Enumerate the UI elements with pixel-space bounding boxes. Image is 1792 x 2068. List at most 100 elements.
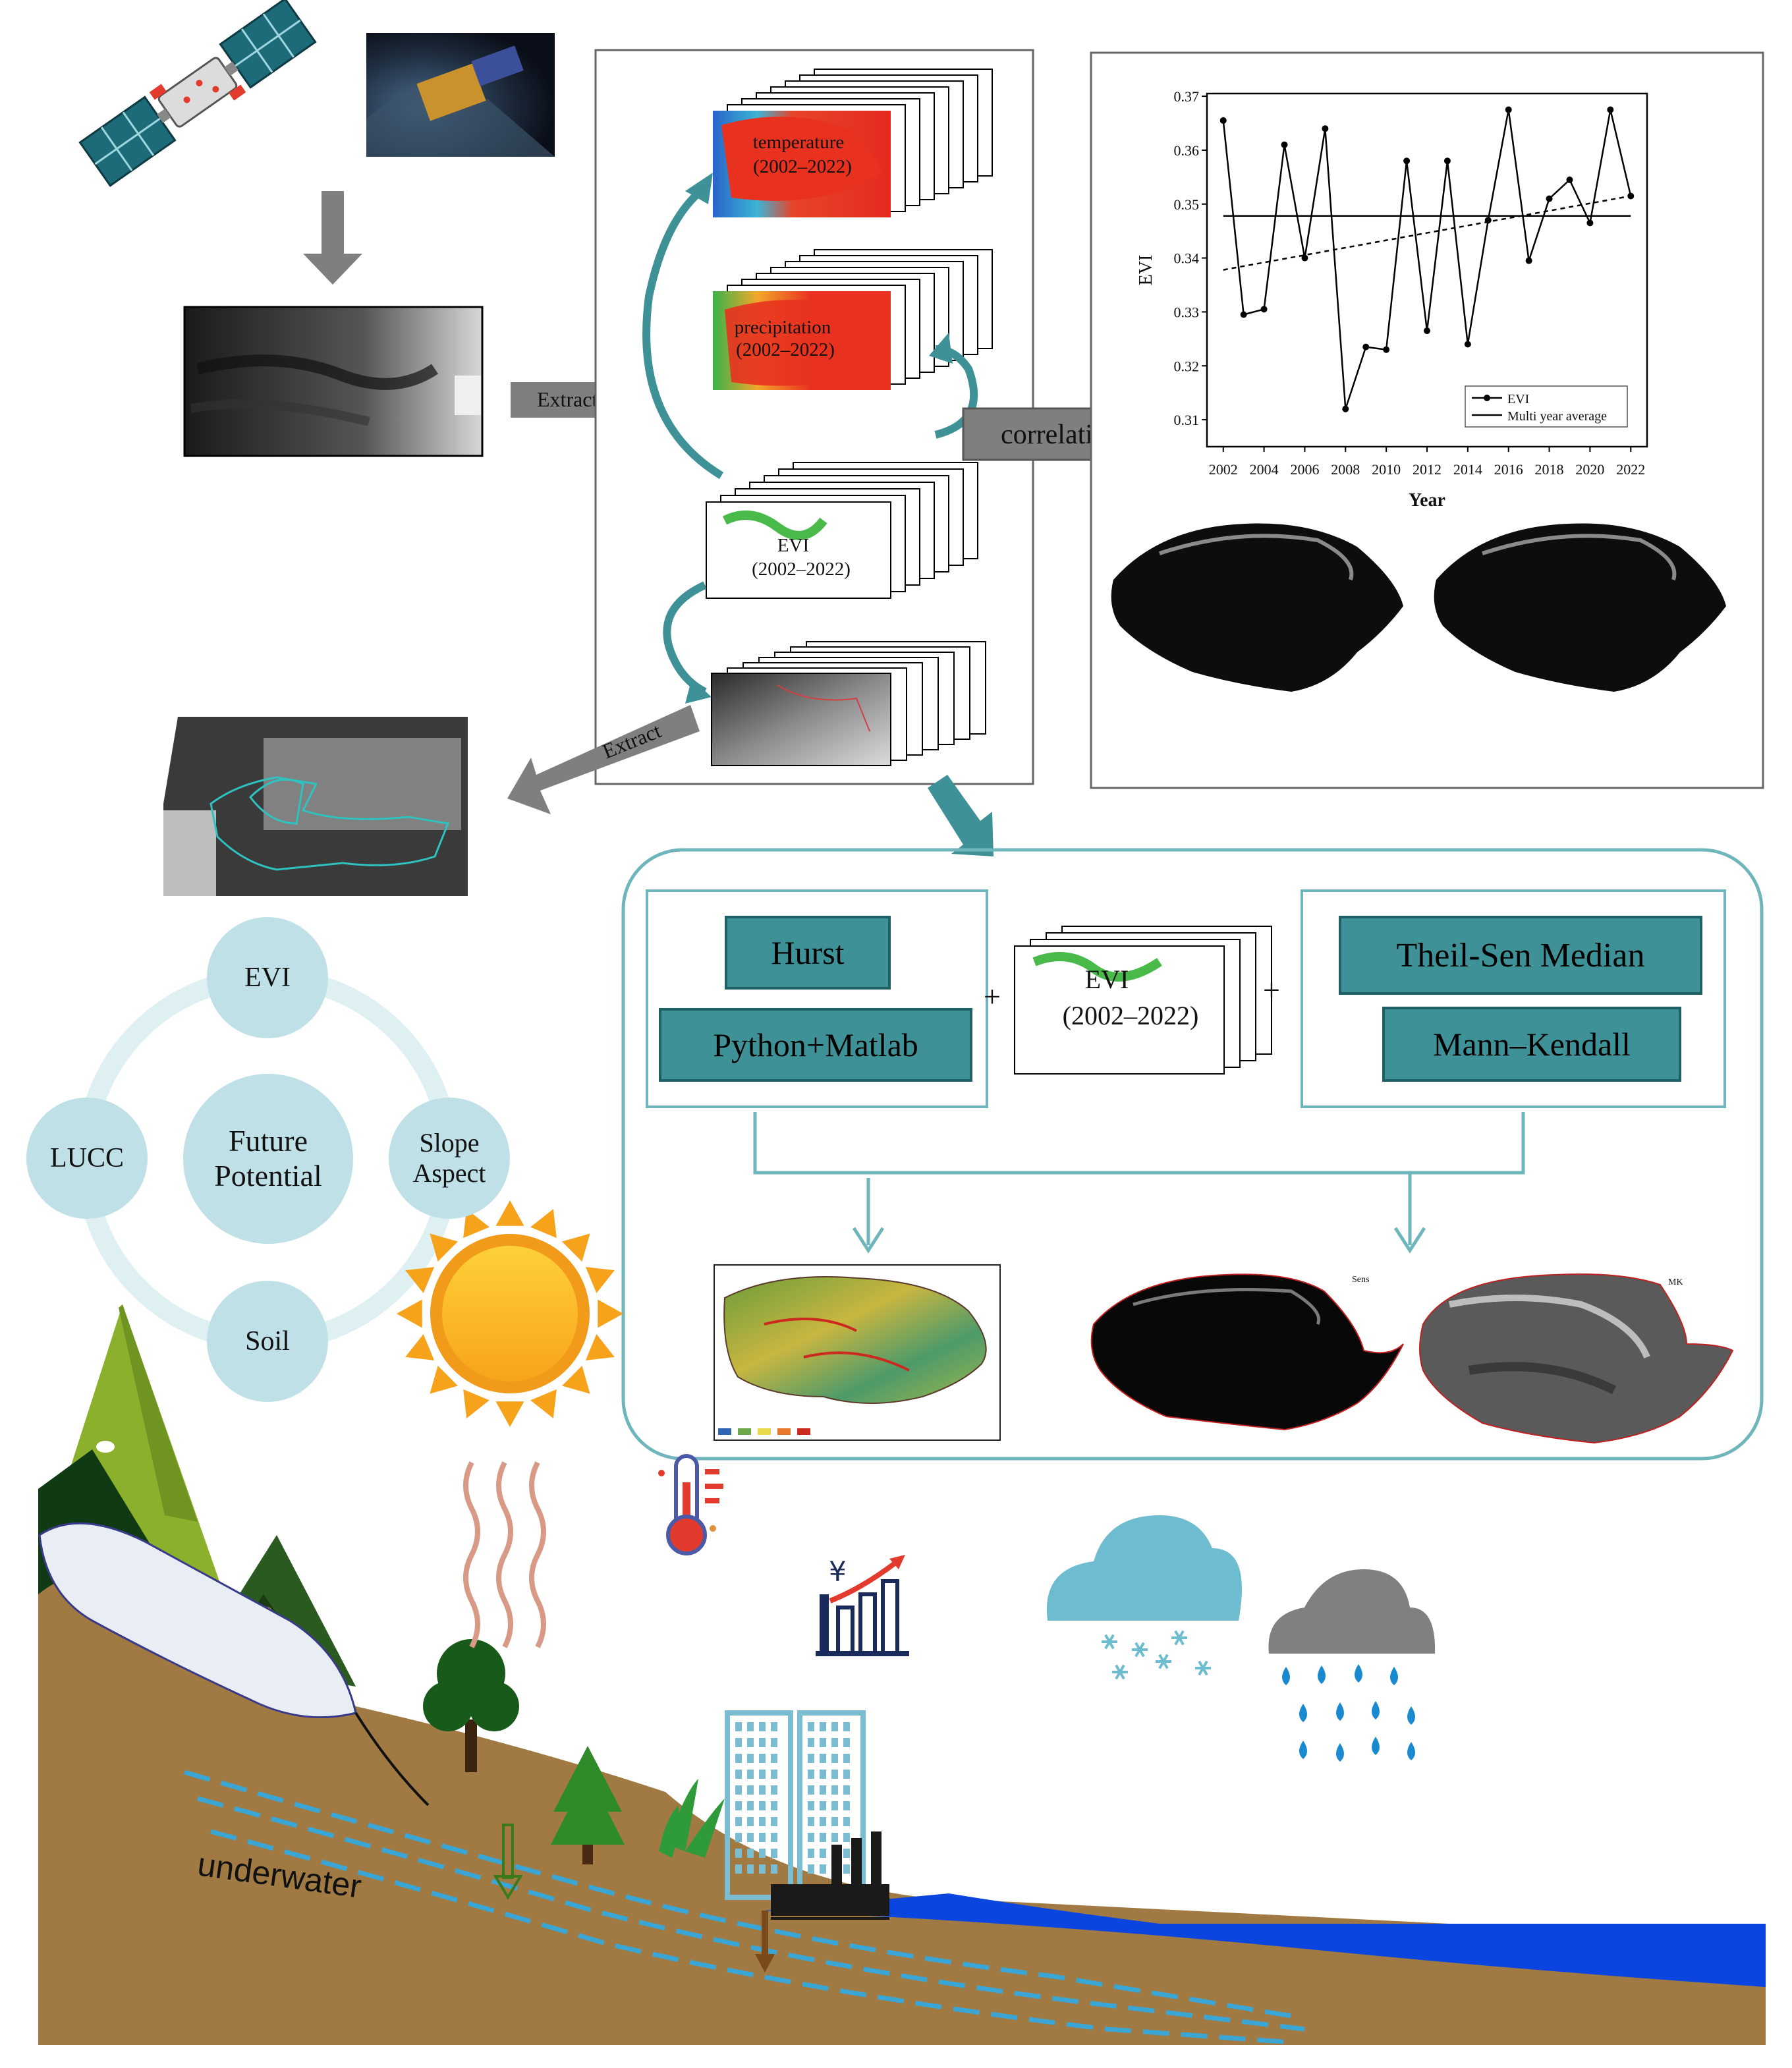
building-window: [808, 1849, 814, 1858]
evi-point: [1586, 219, 1594, 227]
trend-group: [1301, 889, 1726, 1108]
building-window: [771, 1849, 777, 1858]
raindrop-icon: [1390, 1667, 1398, 1685]
building-window: [771, 1754, 777, 1763]
building-window: [808, 1801, 814, 1810]
building-window: [808, 1754, 814, 1763]
evi-point: [1607, 106, 1614, 113]
x-tick-label: 2010: [1372, 461, 1401, 478]
building-window: [831, 1833, 838, 1842]
x-tick-label: 2004: [1250, 461, 1279, 478]
evi-point: [1281, 141, 1288, 148]
sun-ray: [397, 1299, 422, 1328]
building-window: [747, 1770, 754, 1779]
building-window: [808, 1738, 814, 1747]
building-window: [831, 1817, 838, 1826]
evi-point: [1301, 254, 1308, 262]
building-window: [808, 1770, 814, 1779]
building-window: [843, 1738, 850, 1747]
building-window: [735, 1785, 742, 1795]
analysis-panel: [621, 848, 1764, 1461]
landscape: [38, 1304, 1766, 2045]
trend-line: [1223, 195, 1631, 271]
evi-title: EVI: [777, 535, 809, 556]
building-window: [820, 1738, 826, 1747]
snowflake-icon: [1132, 1642, 1148, 1658]
pine-tree-icon: [551, 1746, 625, 1864]
building-window: [759, 1864, 766, 1874]
sens-label: Sens: [1352, 1275, 1369, 1285]
y-tick-label: 0.33: [1174, 304, 1200, 320]
sun-ray: [495, 1200, 524, 1226]
evi-stack-analysis: EVI (2002–2022): [1014, 926, 1272, 1075]
factor-slope-line1: Slope: [419, 1128, 480, 1158]
y-tick-label: 0.37: [1174, 88, 1200, 105]
temperature-stack: temperature (2002–2022): [713, 69, 993, 217]
raindrop-icon: [1407, 1706, 1415, 1725]
sun-ray: [495, 1401, 524, 1427]
building-window: [735, 1770, 742, 1779]
hurst-group: [646, 889, 988, 1108]
building-window: [843, 1722, 850, 1731]
building-window: [831, 1801, 838, 1810]
mk-map: [1419, 1273, 1734, 1444]
satellite-icon: [78, 0, 317, 187]
building-window: [735, 1833, 742, 1842]
down-arrow-icon: [303, 191, 362, 285]
building-window: [771, 1817, 777, 1826]
factory-icon: [771, 1831, 889, 1920]
building-window: [747, 1817, 754, 1826]
building-window: [747, 1722, 754, 1731]
evi-point: [1322, 125, 1329, 132]
building-window: [735, 1738, 742, 1747]
evi-point: [1219, 117, 1227, 124]
sun-ray: [562, 1233, 590, 1262]
infiltration-arrow-icon: [755, 1911, 775, 1972]
economy-chart-icon: ¥: [816, 1555, 909, 1656]
temperature-years: (2002–2022): [753, 156, 852, 177]
arrow-head-icon: [929, 333, 953, 364]
snow-cloud-icon: [1046, 1515, 1242, 1680]
extract-arrow-diagonal: [507, 705, 700, 814]
evi-point: [1525, 257, 1532, 264]
building-window: [747, 1833, 754, 1842]
factor-slope-line2: Aspect: [412, 1158, 486, 1188]
rain-cloud-icon: [1268, 1569, 1436, 1762]
sun-ray: [562, 1366, 590, 1394]
building-window: [843, 1833, 850, 1842]
raindrop-icon: [1299, 1704, 1307, 1722]
infiltration-arrow-icon: [493, 1824, 523, 1900]
raindrop-icon: [1336, 1702, 1344, 1721]
building-window: [747, 1801, 754, 1810]
mk-map-top: [1434, 523, 1726, 692]
sun-ray: [430, 1366, 458, 1394]
python-matlab-box: Python+Matlab: [659, 1008, 972, 1082]
building-window: [771, 1770, 777, 1779]
building-window: [843, 1770, 850, 1779]
x-tick-label: 2006: [1290, 461, 1319, 478]
precipitation-title: precipitation: [735, 317, 831, 338]
building-window: [820, 1722, 826, 1731]
building-window: [759, 1770, 766, 1779]
building-window: [808, 1785, 814, 1795]
evi-point: [1383, 346, 1390, 353]
building-window: [843, 1785, 850, 1795]
x-tick-label: 2018: [1535, 461, 1564, 478]
mann-kendall-box: Mann–Kendall: [1382, 1007, 1681, 1082]
building-window: [820, 1770, 826, 1779]
x-tick-label: 2016: [1494, 461, 1523, 478]
building-window: [759, 1722, 766, 1731]
evi-point: [1342, 405, 1349, 412]
building-window: [831, 1785, 838, 1795]
evi-point: [1260, 306, 1268, 313]
x-tick-label: 2022: [1616, 461, 1645, 478]
building-window: [771, 1738, 777, 1747]
temperature-title: temperature: [753, 132, 844, 153]
factor-soil-label: Soil: [245, 1326, 290, 1356]
building-window: [771, 1801, 777, 1810]
building-window: [808, 1864, 814, 1874]
building-window: [735, 1864, 742, 1874]
hurst-map: [714, 1264, 1001, 1441]
connector-lines: [753, 1112, 1525, 1245]
snowflake-icon: [1195, 1660, 1211, 1676]
